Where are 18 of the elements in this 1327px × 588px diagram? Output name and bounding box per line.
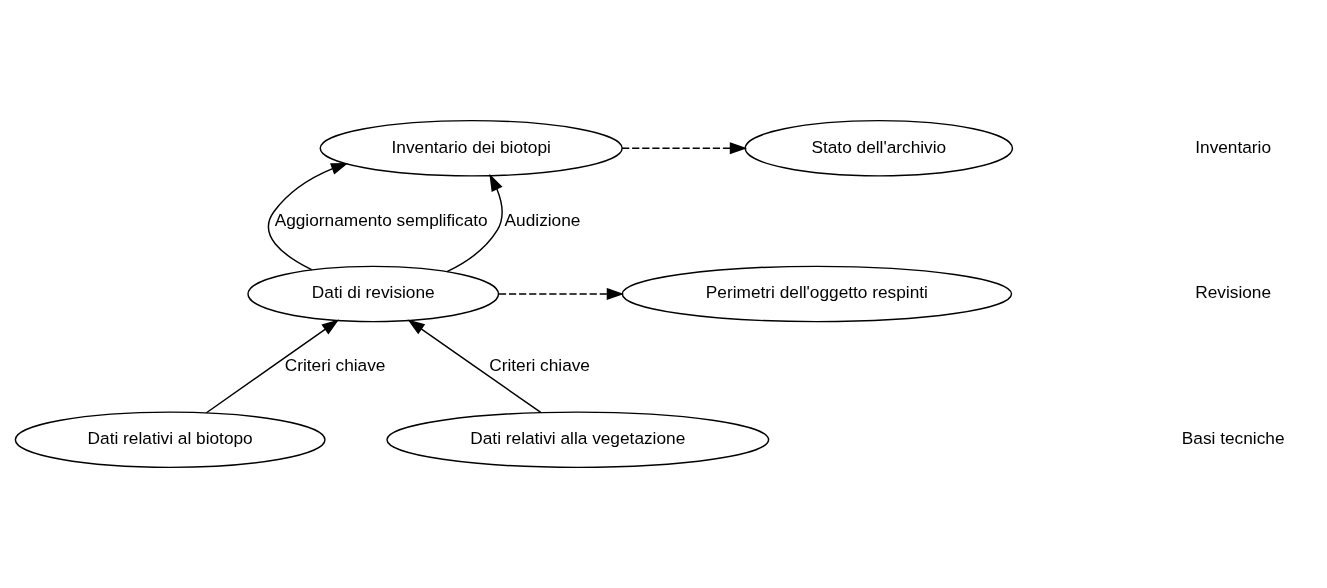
arrow <box>621 142 748 155</box>
node-ellipse: Stato dell'archivio <box>744 119 1014 177</box>
node-ellipse: Perimetri dell'oggetto respinti <box>621 265 1013 323</box>
edge-label: Aggiornamento semplificato <box>274 209 488 230</box>
edge-label: Audizione <box>504 209 581 230</box>
arrow <box>205 319 340 414</box>
label: Revisione <box>1195 282 1272 303</box>
edge-label: Criteri chiave <box>489 355 590 376</box>
arrow <box>407 319 542 414</box>
label: Inventario <box>1195 136 1272 157</box>
edge-label: Criteri chiave <box>284 355 386 376</box>
arrow <box>446 173 503 273</box>
arrow <box>498 287 625 301</box>
node-ellipse: Dati di revisione <box>247 265 500 323</box>
arrow <box>267 162 349 271</box>
node-ellipse: Dati relativi al biotopo <box>14 411 326 469</box>
label: Basi tecniche <box>1181 428 1285 449</box>
node-ellipse: Dati relativi alla vegetazione <box>386 411 770 469</box>
